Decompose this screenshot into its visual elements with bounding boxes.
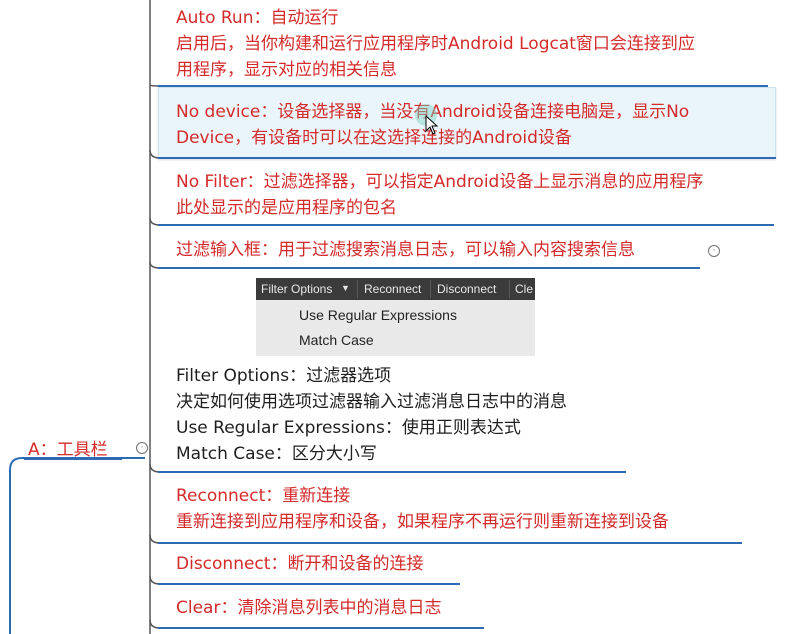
- node-reconnect[interactable]: Reconnect：重新连接 重新连接到应用程序和设备，如果程序不再运行则重新连…: [176, 483, 669, 535]
- screenshot-toolbar: Filter Options ▼ Reconnect Disconnect Cl…: [256, 278, 535, 300]
- node-text: 过滤输入框：用于过滤搜索消息日志，可以输入内容搜索信息: [176, 240, 635, 260]
- node-text: Use Regular Expressions：使用正则表达式: [176, 418, 521, 438]
- node-disconnect[interactable]: Disconnect：断开和设备的连接: [176, 551, 423, 577]
- node-text: 重新连接到应用程序和设备，如果程序不再运行则重新连接到设备: [176, 512, 669, 532]
- embedded-screenshot: Filter Options ▼ Reconnect Disconnect Cl…: [256, 278, 535, 356]
- screenshot-filter-options: Filter Options: [261, 282, 333, 296]
- node-text: Match Case：区分大小写: [176, 444, 377, 464]
- node-text: Disconnect：断开和设备的连接: [176, 554, 424, 574]
- mouse-cursor-icon: [425, 115, 439, 135]
- node-text: No Filter：过滤选择器，可以指定Android设备上显示消息的应用程序: [176, 172, 704, 192]
- root-node-toolbar[interactable]: A：工具栏: [28, 440, 108, 460]
- node-text: 启用后，当你构建和运行应用程序时Android Logcat窗口会连接到应: [176, 34, 695, 54]
- hover-highlight: [158, 87, 776, 159]
- node-text: 此处显示的是应用程序的包名: [176, 198, 397, 218]
- node-text: No device：设备选择器，当没有Android设备连接电脑是，显示No: [176, 102, 690, 122]
- circle-dot-icon[interactable]: ·: [708, 245, 720, 257]
- node-no-filter[interactable]: No Filter：过滤选择器，可以指定Android设备上显示消息的应用程序 …: [176, 169, 703, 221]
- node-title: Auto Run：自动运行: [176, 8, 339, 28]
- node-text: Reconnect：重新连接: [176, 486, 351, 506]
- dropdown-arrow-icon: ▼: [341, 283, 350, 293]
- node-filter-options[interactable]: Filter Options：过滤器选项 决定如何使用选项过滤器输入过滤消息日志…: [176, 363, 567, 467]
- node-filter-input[interactable]: 过滤输入框：用于过滤搜索消息日志，可以输入内容搜索信息: [176, 237, 635, 263]
- node-clear[interactable]: Clear：清除消息列表中的消息日志: [176, 595, 441, 621]
- node-text: Device，有设备时可以在这选择连接的Android设备: [176, 128, 572, 148]
- screenshot-reconnect: Reconnect: [364, 282, 422, 296]
- screenshot-menu-item: Match Case: [299, 332, 374, 348]
- node-text: Clear：清除消息列表中的消息日志: [176, 598, 442, 618]
- screenshot-menu-item: Use Regular Expressions: [299, 307, 457, 323]
- node-text: 用程序，显示对应的相关信息: [176, 60, 397, 80]
- screenshot-disconnect: Disconnect: [437, 282, 497, 296]
- node-text: Filter Options：过滤器选项: [176, 366, 392, 386]
- node-auto-run[interactable]: Auto Run：自动运行 启用后，当你构建和运行应用程序时Android Lo…: [176, 5, 695, 83]
- node-text: 决定如何使用选项过滤器输入过滤消息日志中的消息: [176, 392, 567, 412]
- node-no-device[interactable]: No device：设备选择器，当没有Android设备连接电脑是，显示No D…: [176, 99, 689, 151]
- screenshot-clear: Cle: [515, 282, 534, 296]
- circle-dot-icon[interactable]: ·: [136, 442, 148, 454]
